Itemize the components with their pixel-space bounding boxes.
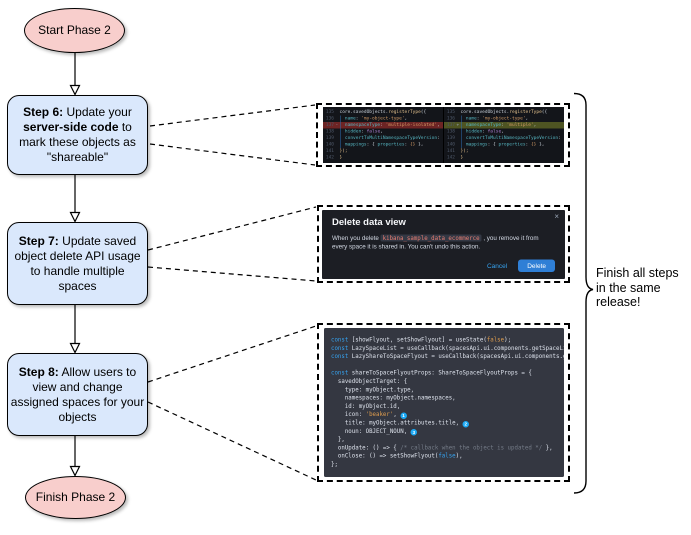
- finish-label: Finish Phase 2: [35, 490, 116, 504]
- code-line: 140 mappings: { properties: {} },: [325, 142, 424, 147]
- dialog-screenshot-frame: Delete data view × When you delete kiban…: [317, 205, 570, 283]
- start-label: Start Phase 2: [38, 23, 111, 37]
- delete-dialog: Delete data view × When you delete kiban…: [322, 209, 565, 279]
- flyout-code-block: const [showFlyout, setShowFlyout] = useS…: [323, 328, 564, 477]
- code-line: type: myObject.type,: [330, 385, 414, 393]
- code-line: };: [330, 460, 338, 468]
- step8-label: Step 8: Allow users to view and change a…: [10, 364, 145, 424]
- code-line: 137- namespaceType: 'multiple-isolated',: [322, 122, 443, 129]
- connector-step8-bottom: [147, 401, 317, 481]
- side-note-line: release!: [596, 295, 641, 309]
- code-line: 141});: [325, 148, 348, 154]
- dialog-body-prefix: When you delete: [332, 234, 381, 241]
- close-icon[interactable]: ×: [554, 212, 559, 221]
- code-line: 138 hidden: false,: [446, 129, 504, 134]
- code-line: const shareToSpaceFlyoutProps: ShareToSp…: [330, 369, 532, 377]
- flyout-code-screenshot-frame: const [showFlyout, setShowFlyout] = useS…: [317, 323, 570, 482]
- side-note: Finish all steps in the same release!: [596, 266, 679, 310]
- code-line: const [showFlyout, setShowFlyout] = useS…: [330, 336, 511, 343]
- code-line: },: [330, 435, 345, 443]
- start-node: Start Phase 2: [24, 8, 125, 53]
- dialog-title: Delete data view: [332, 216, 406, 228]
- code-line: 142}: [446, 155, 463, 160]
- code-line: 139 convertToMultiNamespaceTypeVersion: …: [446, 135, 563, 141]
- code-line: onClose: () => setShowFlyout(false),: [330, 452, 463, 460]
- indent-guide: [339, 115, 340, 148]
- side-note-line: in the same: [596, 280, 661, 295]
- code-line: 138 hidden: false,: [325, 129, 383, 134]
- dialog-actions: Cancel Delete: [332, 259, 555, 272]
- curly-brace: [573, 92, 594, 494]
- code-line: 136 name: 'my-object-type',: [325, 116, 407, 121]
- code-line: noun: OBJECT_NOUN, 3: [330, 427, 417, 436]
- code-line: const LazySpaceList = useCallback(spaces…: [330, 344, 564, 352]
- diff-panel-divider: [442, 107, 444, 163]
- arrowhead-icon: [69, 211, 81, 223]
- code-line: savedObjectTarget: {: [330, 377, 407, 385]
- step7-node: Step 7: Update saved object delete API u…: [7, 222, 148, 305]
- code-line: [331, 360, 557, 368]
- side-note-line: Finish all steps: [596, 266, 679, 280]
- code-line: 140 mappings: { properties: {} },: [446, 142, 545, 147]
- step6-node: Step 6: Update your server-side code to …: [7, 95, 148, 175]
- code-line: 142}: [325, 155, 342, 160]
- code-line: id: myObject.id,: [330, 402, 400, 410]
- connector-step6-bottom: [149, 143, 316, 166]
- connector-step6-top: [149, 104, 316, 127]
- code-line: const LazyShareToSpaceFlyout = useCallba…: [330, 352, 564, 360]
- connector-step7-top: [147, 206, 317, 251]
- dialog-body-suffix: , you remove it from every space it is s…: [332, 234, 539, 250]
- finish-node: Finish Phase 2: [25, 476, 126, 519]
- code-line: 139 convertToMultiNamespaceTypeVersion: …: [325, 135, 442, 141]
- delete-dialog-screenshot: Delete data view × When you delete kiban…: [322, 209, 565, 279]
- arrowhead-icon: [69, 465, 81, 477]
- code-line: title: myObject.attributes.title, 2: [330, 418, 469, 428]
- indent-guide: [460, 115, 461, 148]
- step7-label: Step 7: Update saved object delete API u…: [14, 233, 141, 293]
- code-line: 137+ namespaceType: 'multiple',: [443, 122, 564, 129]
- code-line: namespaces: myObject.namespaces,: [330, 394, 456, 402]
- flyout-code-screenshot: const [showFlyout, setShowFlyout] = useS…: [323, 328, 564, 477]
- callout-badge: 3: [410, 429, 417, 436]
- step8-node: Step 8: Allow users to view and change a…: [7, 353, 148, 436]
- connector-step7-bottom: [147, 266, 317, 282]
- callout-badge: 2: [462, 420, 469, 428]
- dashed-connectors: [147, 104, 317, 481]
- index-name-chip: kibana_sample_data_ecommerce: [380, 234, 482, 241]
- code-line: 136 name: 'my-object-type',: [446, 116, 528, 121]
- step6-label: Step 6: Update your server-side code to …: [19, 105, 136, 164]
- arrowhead-icon: [69, 342, 81, 354]
- code-line: icon: 'beaker', 1: [330, 410, 407, 420]
- code-line: 141});: [446, 148, 469, 154]
- dialog-body: When you delete kibana_sample_data_ecomm…: [332, 234, 555, 251]
- connector-step8-top: [147, 325, 317, 383]
- cancel-button[interactable]: Cancel: [486, 261, 508, 270]
- delete-button[interactable]: Delete: [518, 259, 555, 272]
- arrowhead-icon: [69, 84, 81, 96]
- callout-badge: 1: [399, 412, 407, 420]
- code-line: onUpdate: () => { /* callback when the o…: [330, 443, 553, 451]
